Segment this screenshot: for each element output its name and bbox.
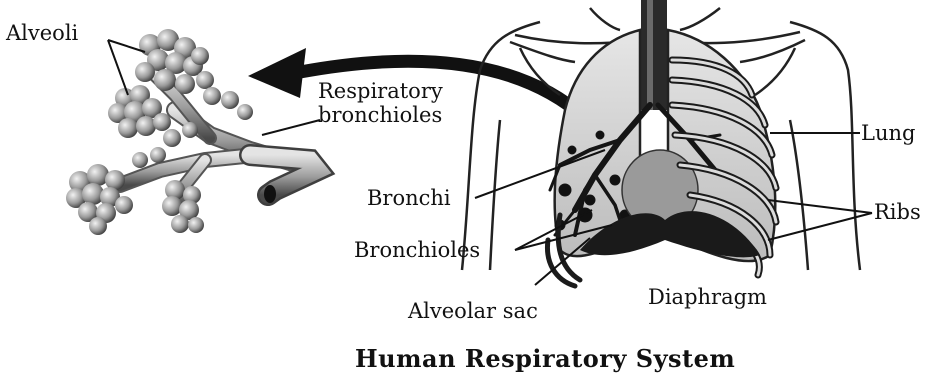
label-respiratory-bronchioles-line2: bronchioles [318, 104, 443, 128]
label-lung: Lung [861, 121, 915, 146]
label-bronchi: Bronchi [367, 186, 451, 211]
label-alveolar-sac: Alveolar sac [408, 299, 538, 324]
alveolar-bunch-bottom-right [162, 180, 204, 233]
label-bronchioles: Bronchioles [354, 238, 480, 263]
label-diaphragm: Diaphragm [648, 285, 767, 310]
trachea [641, 0, 667, 110]
label-respiratory-bronchioles-line1: Respiratory [318, 80, 443, 104]
alveolar-bunch-bottom-left [66, 147, 166, 235]
diagram-title: Human Respiratory System [355, 344, 735, 373]
alveoli-cluster [66, 29, 318, 235]
label-ribs: Ribs [874, 200, 921, 225]
label-respiratory-bronchioles: Respiratory bronchioles [318, 80, 443, 127]
label-alveoli: Alveoli [6, 21, 78, 46]
